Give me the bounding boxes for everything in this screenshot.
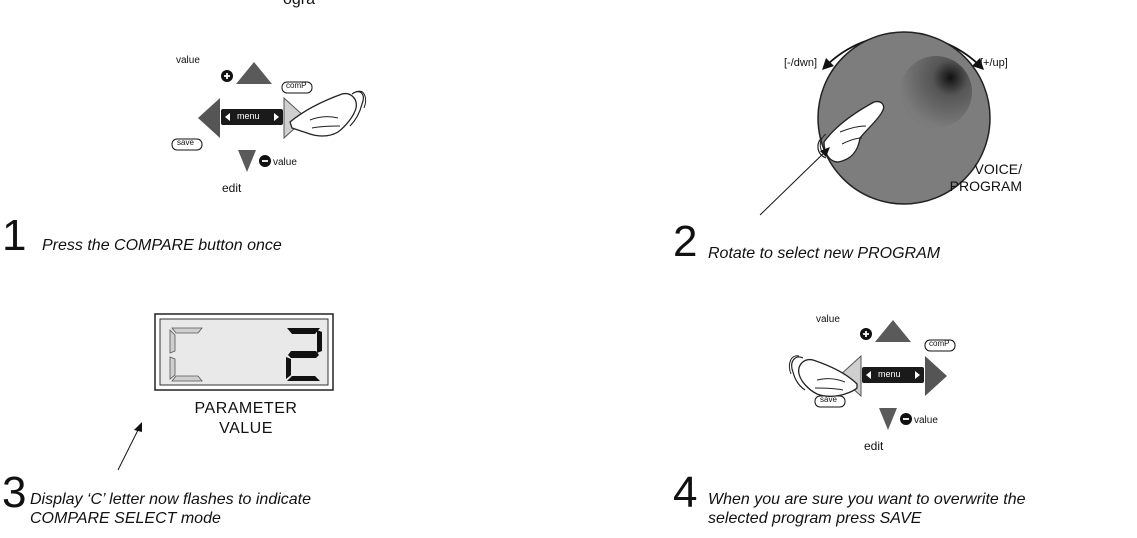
value-down-label: value [273, 157, 297, 168]
menu-label: menu [237, 111, 260, 121]
right-arrow-button[interactable] [925, 356, 947, 396]
left-arrow-button[interactable] [198, 98, 220, 138]
value-up-label: value [816, 314, 840, 325]
leader-line-2 [759, 147, 830, 216]
save-label: save [820, 395, 837, 404]
pointing-hand-icon [817, 100, 885, 163]
save-label: save [177, 138, 194, 147]
value-up-label: value [176, 55, 200, 66]
menu-label: menu [878, 369, 901, 379]
step-2-number: 2 [673, 217, 698, 266]
lcd-label: PARAMETER VALUE [194, 400, 298, 437]
step-1-text: Press the COMPARE button once [42, 237, 282, 254]
step-2-text: Rotate to select new PROGRAM [708, 245, 941, 262]
step-3-text: Display ‘C’ letter now flashes to indica… [30, 491, 312, 527]
step-4-number: 4 [673, 468, 698, 517]
up-arrow-button[interactable] [875, 320, 911, 342]
pointing-hand-icon [788, 355, 858, 397]
dial-minus-label: [-/dwn] [784, 57, 818, 69]
top-cropped-text: ogra [283, 0, 315, 9]
edit-label: edit [864, 439, 884, 453]
comp-label: comP [929, 339, 950, 348]
voice-program-label: VOICE/ PROGRAM [949, 161, 1022, 194]
up-arrow-button[interactable] [236, 62, 272, 84]
step-4-text: When you are sure you want to overwrite … [708, 491, 1026, 527]
value-down-label: value [914, 415, 938, 426]
edit-label: edit [222, 181, 242, 195]
down-arrow-button[interactable] [879, 408, 897, 430]
voice-program-dial[interactable]: [-/dwn] [+/up] [770, 20, 1030, 220]
flashing-c-letter [169, 327, 203, 382]
comp-label: comP [286, 81, 307, 90]
lcd-digit-2 [286, 328, 322, 381]
menu-button[interactable] [221, 109, 283, 125]
down-arrow-button[interactable] [238, 150, 256, 172]
step-1-number: 1 [2, 211, 27, 260]
button-cluster-4: value menu comP save value edit [785, 312, 985, 460]
step-3-number: 3 [2, 468, 27, 517]
pointing-hand-icon [289, 90, 367, 137]
button-cluster-1: value menu comP save value edit [170, 54, 370, 199]
lcd-display [154, 313, 334, 391]
dial-plus-label: [+/up] [980, 57, 1008, 69]
leader-line-3 [117, 422, 142, 471]
menu-button[interactable] [862, 367, 924, 383]
